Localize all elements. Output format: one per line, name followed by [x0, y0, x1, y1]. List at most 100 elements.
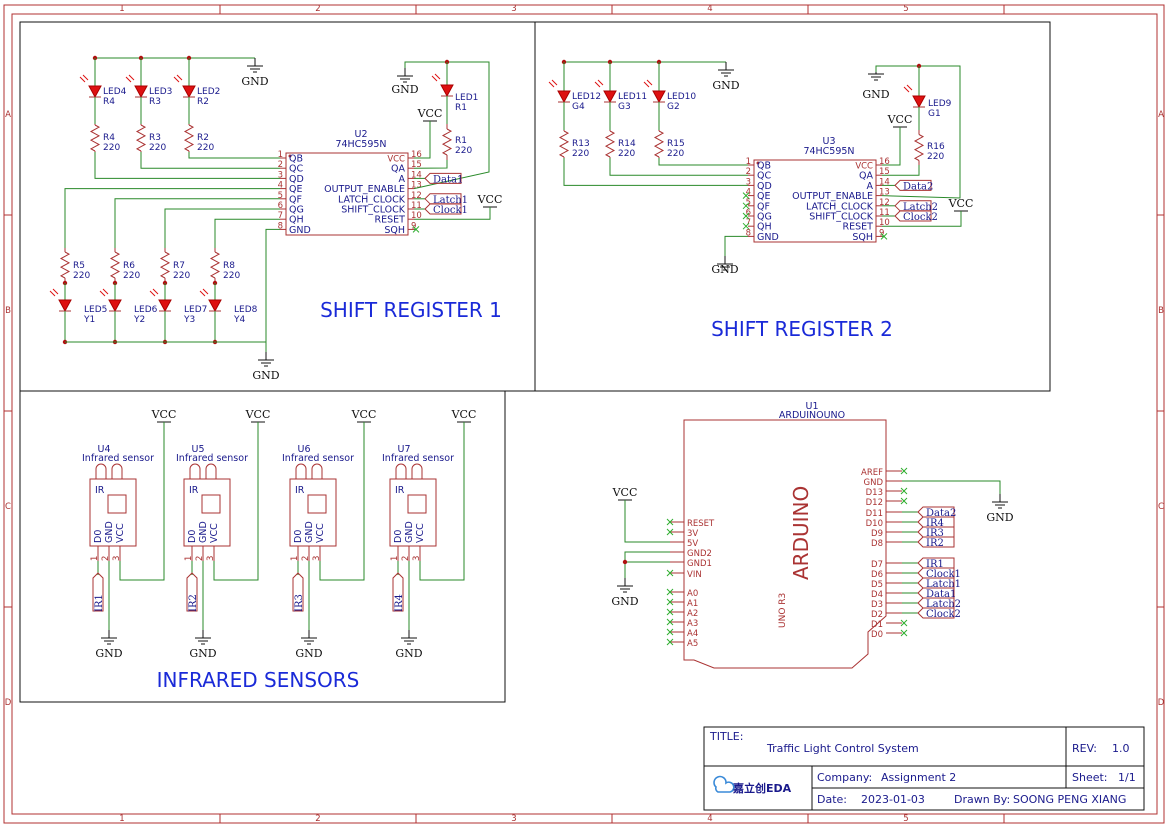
wire [609, 158, 748, 176]
gnd-wire [265, 228, 280, 342]
led-ref: LED4 [103, 87, 127, 97]
ic-pin-num: 11 [411, 201, 422, 211]
led-ref: LED8 [234, 305, 258, 315]
sensor-name: Infrared sensor [282, 453, 354, 464]
arduino-pin-name: D9 [871, 529, 883, 539]
led-sub: G1 [928, 109, 941, 119]
ic-pin-name: SQH [384, 225, 405, 236]
sensor-pin-num: 2 [101, 556, 111, 561]
column-marker: 4 [707, 4, 712, 14]
net-label: IR3 [294, 594, 305, 612]
ic-pin-num: 7 [278, 211, 283, 221]
ic-pin-name: LATCH_CLOCK [806, 201, 874, 212]
ic-pin-name: QF [757, 201, 770, 212]
sensor-pin-name: VCC [115, 523, 126, 543]
sensor-dome [311, 463, 323, 479]
sensor-body [289, 478, 337, 547]
sensor-dome [395, 463, 407, 479]
sensor-pin-num: 2 [301, 556, 311, 561]
outer-frame [3, 4, 1165, 824]
res-ref: R14 [618, 139, 636, 149]
ic-ref: U3 [823, 136, 836, 147]
sensor-pin-num: 1 [290, 556, 300, 561]
sensor-pin-name: VCC [415, 523, 426, 543]
led-ray [99, 290, 106, 297]
ic-pin-name: SHIFT_CLOCK [809, 212, 874, 223]
sensor-window [201, 494, 221, 514]
net-flag [917, 577, 955, 589]
gnd-label: GND [391, 83, 418, 96]
arduino-pin-name: 5V [687, 539, 698, 549]
arduino-sub: UNO R3 [778, 593, 788, 628]
arduino-part: ARDUINOUNO [779, 410, 845, 421]
ic-pin-name: RESET [843, 222, 874, 233]
led-ray [52, 288, 59, 295]
ic-pin-name: LATCH_CLOCK [338, 194, 406, 205]
sensor-pin-name: GND [198, 521, 209, 543]
ic-pin-num: 16 [879, 157, 890, 167]
tb-title-label: TITLE: [709, 730, 743, 743]
ic-pin-num: 14 [411, 170, 422, 180]
no-connect [742, 202, 750, 210]
sensor-pin-name: GND [104, 521, 115, 543]
net-flag [917, 506, 955, 518]
sensor-body [389, 478, 437, 547]
arduino-pin-name: D0 [871, 630, 883, 640]
net-flag [894, 200, 932, 212]
no-connect [666, 598, 674, 606]
resistor [209, 251, 221, 279]
led [652, 90, 666, 104]
ic-pin-num: 14 [879, 177, 890, 187]
net-flag [917, 587, 955, 599]
vcc-label: VCC [351, 408, 377, 421]
ic-pin-num: 5 [278, 191, 283, 201]
gnd-label: GND [395, 647, 422, 660]
tb-company: Assignment 2 [881, 771, 956, 784]
resistor [89, 124, 101, 152]
sensor-pin-num: 3 [206, 556, 216, 561]
gnd-label: GND [252, 369, 279, 382]
sensor-pin-num: 1 [90, 556, 100, 561]
sensor-body [89, 478, 137, 547]
net-flag [917, 557, 955, 569]
res-val: 220 [223, 271, 240, 281]
led-ref: LED2 [197, 87, 220, 97]
led [912, 95, 926, 109]
ic-pin-name: QD [757, 181, 772, 192]
led-ref: LED6 [134, 305, 158, 315]
logo-cloud-icon [713, 775, 735, 793]
net-flag [292, 572, 304, 612]
tb-rev-label: REV: [1072, 742, 1097, 755]
sensor-body [183, 478, 231, 547]
no-connect [412, 226, 420, 233]
led-ray [149, 290, 156, 297]
tb-sheet: 1/1 [1118, 771, 1136, 784]
bus-wire [114, 198, 280, 248]
ic-pin-num: 10 [879, 218, 890, 228]
arduino-pin-name: VIN [687, 570, 702, 580]
net-label: Data2 [926, 508, 956, 519]
sensor-pin-name: D0 [393, 530, 404, 543]
ic-pin-num: 6 [746, 208, 751, 218]
led [158, 299, 172, 313]
vcc-label: VCC [948, 197, 974, 210]
arduino-pin-name: D7 [871, 560, 883, 570]
sensor-vcc-wire [119, 422, 165, 581]
vcc-label: VCC [612, 486, 638, 499]
sensor-pin-name: GND [404, 521, 415, 543]
led [108, 299, 122, 313]
led-sub: R1 [455, 103, 467, 113]
gnd-label: GND [711, 263, 738, 276]
arduino-pin-name: D1 [871, 620, 883, 630]
net-label: Latch2 [903, 202, 938, 213]
ic-body [285, 152, 409, 236]
wire [413, 160, 448, 169]
sensor-vcc-wire [213, 422, 259, 581]
led-sub: R2 [197, 97, 209, 107]
gnd-label: GND [241, 75, 268, 88]
ic-pin-num: 8 [746, 228, 751, 238]
gnd-label: GND [189, 647, 216, 660]
sensor-pin-num: 1 [184, 556, 194, 561]
ic-pin-num: 11 [879, 208, 890, 218]
